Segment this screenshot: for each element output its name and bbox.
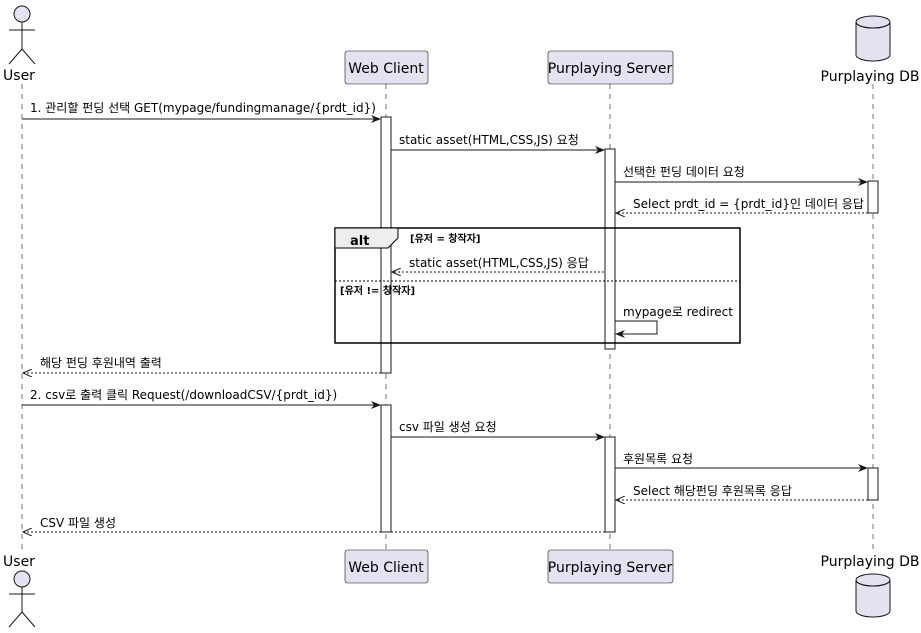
alt-fragment: alt [유저 = 창작자] [유저 != 창작자] [334, 227, 741, 344]
participants-top: User Web Client Purplaying Server Purpla… [3, 5, 920, 85]
activation-db-1 [867, 180, 879, 214]
user-label-bottom: User [3, 554, 35, 570]
message-label-8: 2. csv로 출력 클릭 Request(/downloadCSV/{prdt… [30, 388, 337, 402]
message-labels: 1. 관리할 펀딩 선택 GET(mypage/fundingmanage/{p… [30, 101, 864, 530]
message-label-9: csv 파일 생성 요청 [399, 420, 497, 434]
activation-bars [380, 116, 879, 533]
activation-server-2 [604, 436, 616, 533]
activation-db-2 [867, 467, 879, 501]
message-label-1: 1. 관리할 펀딩 선택 GET(mypage/fundingmanage/{p… [30, 101, 376, 115]
web-client-label-bottom: Web Client [348, 560, 424, 576]
user-actor-top-icon [8, 5, 36, 65]
message-label-6: mypage로 redirect [623, 305, 733, 319]
message-label-10: 후원목록 요청 [623, 452, 693, 466]
web-client-box-top [344, 50, 429, 85]
web-client-label-top: Web Client [348, 61, 424, 77]
message-label-2: static asset(HTML,CSS,JS) 요청 [399, 133, 579, 147]
activation-client-2 [380, 404, 392, 533]
purplaying-server-label-bottom: Purplaying Server [548, 560, 673, 576]
message-label-11: Select 해당펀딩 후원목록 응답 [633, 484, 792, 498]
message-label-7: 해당 펀딩 후원내역 출력 [40, 356, 162, 370]
alt-tab [334, 227, 399, 249]
purplaying-server-box-bottom [547, 549, 674, 584]
lifelines [21, 84, 874, 550]
database-bottom-icon [855, 573, 891, 618]
message-label-4: Select prdt_id = {prdt_id}인 데이터 응답 [633, 197, 864, 211]
alt-guard-1: [유저 = 창작자] [410, 232, 480, 245]
database-top-icon [855, 15, 891, 62]
web-client-box-bottom [344, 549, 429, 584]
alt-keyword: alt [350, 234, 369, 249]
message-arrow-6 [615, 320, 658, 338]
message-label-3: 선택한 펀딩 데이터 요청 [623, 165, 745, 179]
user-actor-bottom-icon [8, 570, 36, 628]
message-label-12: CSV 파일 생성 [40, 516, 116, 530]
alt-frame [334, 227, 741, 344]
activation-server-1 [604, 148, 616, 350]
purplaying-db-label-bottom: Purplaying DB [821, 554, 920, 570]
purplaying-server-label-top: Purplaying Server [548, 61, 673, 77]
alt-guard-2: [유저 != 창작자] [340, 284, 415, 297]
user-label-top: User [3, 68, 35, 84]
message-label-5: static asset(HTML,CSS,JS) 응답 [409, 256, 589, 270]
purplaying-server-box-top [547, 50, 674, 85]
participants-bottom: User Web Client Purplaying Server Purpla… [3, 549, 920, 628]
purplaying-db-label-top: Purplaying DB [821, 69, 920, 85]
messages [22, 115, 868, 532]
